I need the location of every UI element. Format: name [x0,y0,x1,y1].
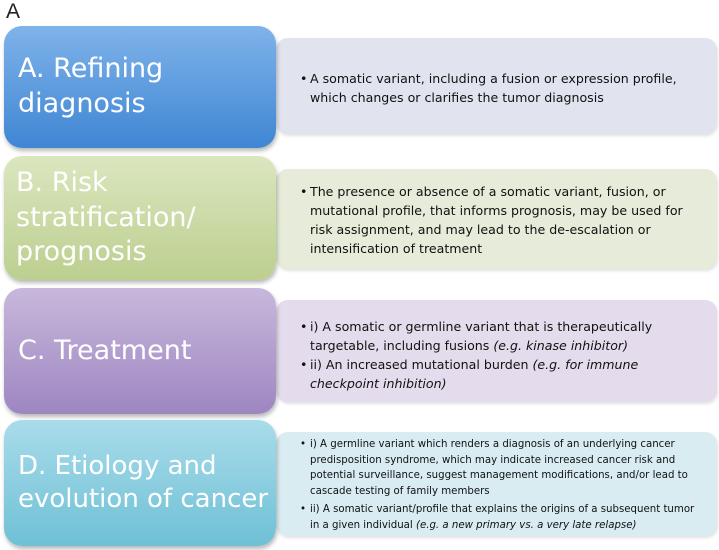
bullet: ii) A somatic variant/profile that expla… [300,502,705,533]
category-label-line: evolution of cancer [18,484,269,514]
category-label-line: D. Etiology and [18,450,217,481]
bullet-text: ii) A somatic variant/profile that expla… [310,504,695,531]
category-label: B. Risk stratification/ prognosis [4,156,276,280]
bullet-text: i) A germline variant which renders a di… [310,439,688,497]
description-box: i) A somatic or germline variant that is… [276,300,717,402]
bullet-text: i) A somatic or germline variant that is… [310,319,653,353]
bullet-text: ii) An increased mutational burden [310,357,533,372]
row-refining-diagnosis: A somatic variant, including a fusion or… [0,26,719,152]
category-label-text: A. Refining diagnosis [18,53,164,119]
bullet-text: The presence or absence of a somatic var… [310,184,683,256]
bullet: i) A germline variant which renders a di… [300,437,705,499]
bullet-example: (e.g. kinase inhibitor) [493,338,629,353]
description-box: i) A germline variant which renders a di… [276,432,717,536]
bullet: ii) An increased mutational burden (e.g.… [300,355,705,393]
bullet-text: A somatic variant, including a fusion or… [310,71,677,105]
bullet: A somatic variant, including a fusion or… [300,69,705,107]
category-label: C. Treatment [4,288,276,414]
row-treatment: i) A somatic or germline variant that is… [0,288,719,416]
row-etiology-evolution: i) A germline variant which renders a di… [0,420,719,548]
category-label: D. Etiology and evolution of cancer [4,420,276,546]
description-box: A somatic variant, including a fusion or… [276,38,717,134]
description-box: The presence or absence of a somatic var… [276,169,717,269]
bullet-example: (e.g. a new primary vs. a very late rela… [415,519,637,531]
row-risk-stratification: The presence or absence of a somatic var… [0,156,719,282]
bullet: The presence or absence of a somatic var… [300,182,705,258]
category-label-line: B. Risk stratification/ [16,167,196,233]
bullet: i) A somatic or germline variant that is… [300,317,705,355]
category-label: A. Refining diagnosis [4,26,276,148]
category-label-line: prognosis [16,236,147,268]
panel-letter: A [6,0,21,23]
category-label-text: C. Treatment [18,334,192,366]
bullet-example: (e.g. for immune checkpoint inhibition) [310,357,639,391]
